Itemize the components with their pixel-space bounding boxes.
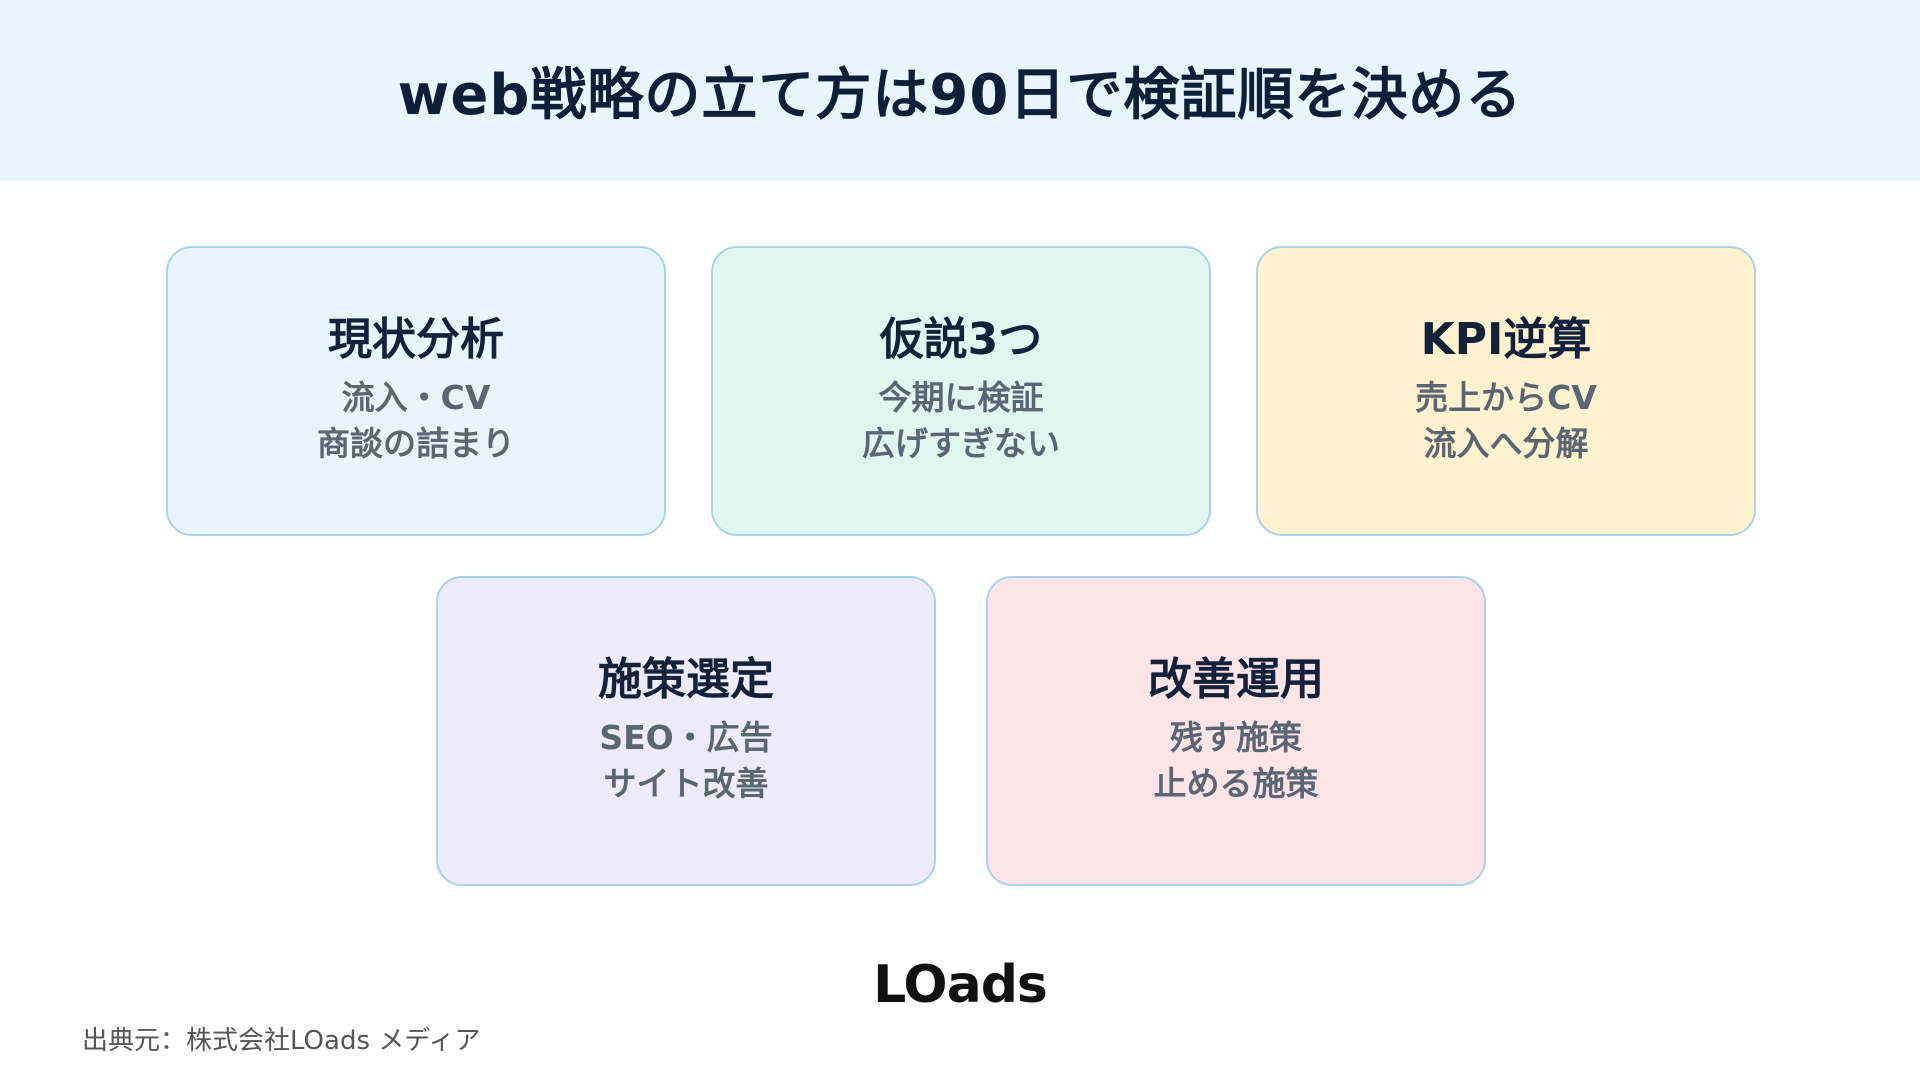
step-card-current-analysis: 現状分析 流入・CV 商談の詰まり bbox=[166, 246, 666, 536]
brand-logo: LOads bbox=[873, 955, 1048, 1015]
step-card-line-2: サイト改善 bbox=[603, 764, 769, 804]
step-card-line-2: 商談の詰まり bbox=[317, 424, 515, 464]
step-card-line-1: 流入・CV bbox=[341, 378, 491, 418]
step-card-title: 改善運用 bbox=[1148, 654, 1324, 706]
step-card-line-1: 今期に検証 bbox=[878, 378, 1044, 418]
step-card-title: 仮説3つ bbox=[879, 314, 1043, 366]
step-card-line-2: 広げすぎない bbox=[862, 424, 1060, 464]
step-card-line-1: 残す施策 bbox=[1170, 718, 1302, 758]
step-card-title: 現状分析 bbox=[328, 314, 504, 366]
step-card-title: KPI逆算 bbox=[1420, 314, 1592, 366]
page-title: web戦略の立て方は90日で検証順を決める bbox=[397, 63, 1523, 128]
step-card-measure-selection: 施策選定 SEO・広告 サイト改善 bbox=[436, 576, 936, 886]
header-band: web戦略の立て方は90日で検証順を決める bbox=[0, 0, 1920, 181]
step-card-hypotheses: 仮説3つ 今期に検証 広げすぎない bbox=[711, 246, 1211, 536]
step-card-title: 施策選定 bbox=[598, 654, 774, 706]
step-card-line-1: SEO・広告 bbox=[599, 718, 773, 758]
step-card-line-2: 流入へ分解 bbox=[1423, 424, 1589, 464]
step-card-line-1: 売上からCV bbox=[1415, 378, 1597, 418]
step-card-kpi: KPI逆算 売上からCV 流入へ分解 bbox=[1256, 246, 1756, 536]
step-card-improvement: 改善運用 残す施策 止める施策 bbox=[986, 576, 1486, 886]
step-card-line-2: 止める施策 bbox=[1153, 764, 1319, 804]
source-credit: 出典元：株式会社LOads メディア bbox=[82, 1026, 481, 1056]
